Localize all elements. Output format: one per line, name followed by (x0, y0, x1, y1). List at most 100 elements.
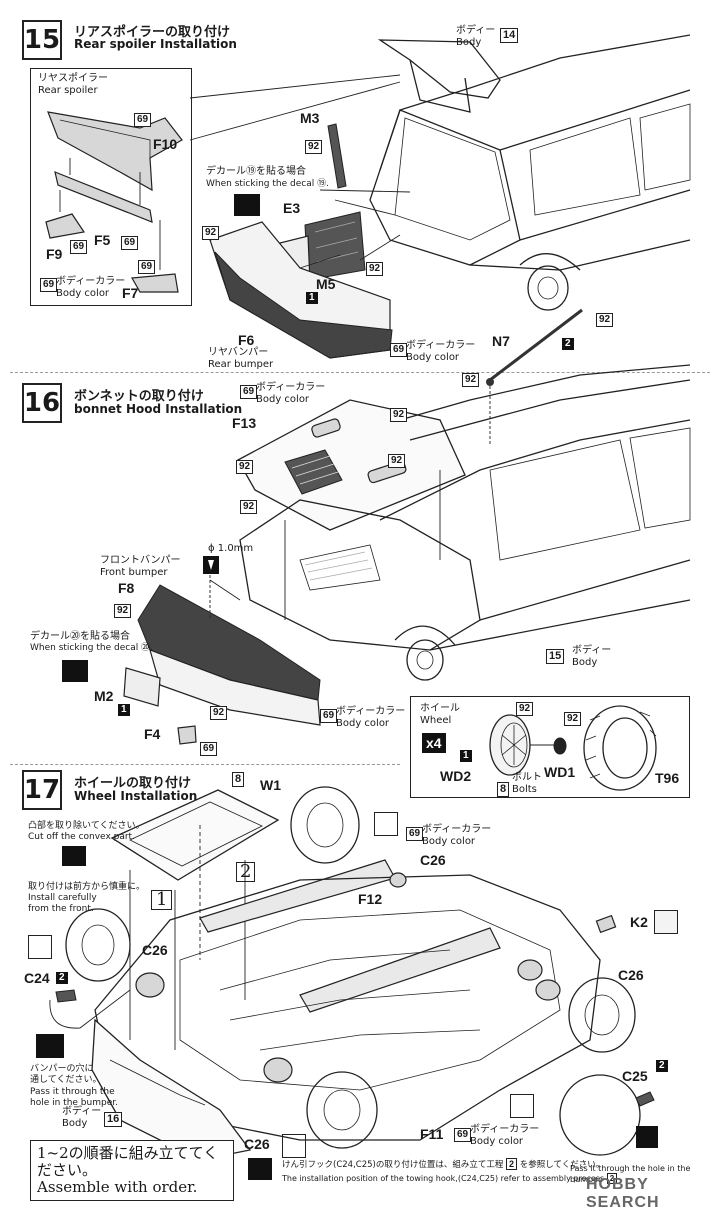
part-f5: F5 (94, 232, 111, 248)
tow-step-box: 2 (506, 1158, 518, 1170)
part-f13: F13 (232, 415, 257, 431)
part-f7: F7 (122, 285, 139, 301)
body-label-jp-17: ボディー (62, 1106, 102, 1117)
pass-it-en: Pass it through the (30, 1087, 115, 1097)
step-15-number: 15 (22, 20, 62, 60)
decal-20-en: When sticking the decal ⑳. (30, 643, 153, 653)
glue-icon-b (636, 1126, 658, 1148)
wheel-label-en: Wheel (420, 715, 452, 726)
body-color-jp-15b: ボディーカラー (406, 340, 476, 351)
glue-icon-a (36, 1034, 64, 1058)
no-sticker-icon-d (282, 1134, 306, 1158)
body-label-en-17: Body (62, 1118, 88, 1129)
cut-note-jp: 凸部を取り除いてください。 (28, 821, 145, 831)
decal-19-jp: デカール⑲を貼る場合 (206, 166, 306, 177)
part-c26-c: C26 (618, 967, 644, 983)
wheel-count: x4 (422, 733, 446, 753)
marker-1: 1 (151, 890, 173, 910)
watermark: HOBBY SEARCH (586, 1176, 660, 1211)
cut-icon (62, 846, 86, 866)
part-c26-d: C26 (244, 1136, 270, 1152)
step-15-title-jp: リアスポイラーの取り付け (74, 25, 231, 40)
paint-92-hood-a: 92 (390, 408, 408, 422)
part-wd2: WD2 (440, 768, 472, 784)
tow-note-jp-a: けん引フック(C24,C25)の取り付け位置は、組み立て工程 (282, 1160, 504, 1170)
part-f10: F10 (153, 136, 178, 152)
part-t96: T96 (655, 770, 680, 786)
step-16-title-en: bonnet Hood Installation (74, 402, 243, 416)
part-wd1: WD1 (544, 764, 576, 780)
step-17-title-en: Wheel Installation (74, 789, 198, 803)
paint-92-wd2: 92 (516, 702, 534, 716)
tow-step-box-en: 2 (606, 1173, 618, 1184)
front-note-jp: 取り付けは前方から慎重に。 (28, 882, 146, 892)
step-16-title-jp: ボンネットの取り付け (74, 389, 204, 404)
rear-spoiler-panel (30, 68, 192, 306)
divider-16-17 (10, 764, 400, 765)
tow-note-jp: けん引フック(C24,C25)の取り付け位置は、組み立て工程 2 を参照してくだ… (282, 1158, 604, 1171)
body-step-14: 14 (500, 28, 519, 43)
paint-69-f10: 69 (134, 113, 152, 127)
body-color-en-15b: Body color (406, 352, 460, 363)
assemble-order-note: 1~2の順番に組み立ててください。 Assemble with order. (30, 1140, 234, 1201)
body-color-jp-17a: ボディーカラー (422, 824, 492, 835)
pass2-en: Pass it through the hole in the bumper. (570, 1164, 691, 1184)
decal-icon-16 (62, 660, 88, 682)
bumper-hole-jp-2: 通してください。 (30, 1075, 102, 1085)
paint-69-f11: 69 (454, 1128, 472, 1142)
tag-2-c24: 2 (56, 972, 68, 984)
part-c26-a: C26 (420, 852, 446, 868)
tag-2-n7: 2 (562, 338, 574, 350)
rear-bumper-jp: リヤバンパー (208, 347, 269, 358)
part-m5: M5 (316, 276, 336, 292)
body-color-en-16a: Body color (256, 394, 310, 405)
tow-note-jp-b: を参照してください。 (519, 1160, 605, 1170)
paint-69-f5: 69 (121, 236, 139, 250)
body-color-jp-17b: ボディーカラー (470, 1124, 540, 1135)
step-17-title-jp: ホイールの取り付け (74, 776, 192, 791)
glue-icon-c (248, 1158, 272, 1180)
cut-note-en: Cut off the convex part. (28, 832, 135, 842)
part-f11: F11 (420, 1126, 444, 1142)
paint-92-bumper-lower: 92 (210, 706, 228, 720)
body-color-jp-16a: ボディーカラー (256, 382, 326, 393)
tag-1-m5: 1 (306, 292, 318, 304)
no-sticker-icon-a (374, 812, 398, 836)
tow-note-en: The installation position of the towing … (282, 1174, 605, 1183)
body-color-jp-16b: ボディーカラー (336, 706, 406, 717)
step-15-title-en: Rear spoiler Installation (74, 37, 237, 51)
part-f6: F6 (238, 332, 255, 348)
paint-69-f9: 69 (70, 240, 88, 254)
marker-2: 2 (236, 862, 256, 882)
body-label-jp-16: ボディー (572, 645, 612, 656)
no-sticker-icon-b (28, 935, 52, 959)
body-color-jp-15a: ボディーカラー (56, 276, 126, 287)
body-color-en-17b: Body color (470, 1136, 524, 1147)
step-16-number: 16 (22, 383, 62, 423)
part-w1: W1 (260, 777, 281, 793)
diameter-label: ϕ 1.0mm (208, 543, 254, 554)
paint-69-f6: 69 (390, 343, 408, 357)
rear-bumper-en: Rear bumper (208, 359, 274, 370)
wheel-label-jp: ホイール (420, 703, 460, 714)
paint-92-n7: 92 (596, 313, 614, 327)
body-color-en-17a: Body color (422, 836, 476, 847)
w1-tag-8: 8 (232, 772, 245, 787)
tag-1-m2: 1 (118, 704, 130, 716)
part-n7: N7 (492, 333, 510, 349)
rear-spoiler-label-en: Rear spoiler (38, 85, 98, 96)
paint-92-hood-c: 92 (236, 460, 254, 474)
part-f8: F8 (118, 580, 135, 596)
tag-1-wheel: 1 (460, 750, 472, 762)
bolt-label-en: Bolts (512, 784, 537, 795)
order-note-jp: 1~2の順番に組み立ててください。 (37, 1144, 219, 1179)
paint-69-f4: 69 (200, 742, 218, 756)
paint-92-f8: 92 (114, 604, 132, 618)
bumper-hole-jp-1: バンパーの穴に (30, 1064, 94, 1074)
decal-20-jp: デカール⑳を貼る場合 (30, 631, 130, 642)
paint-69-hood: 69 (240, 385, 258, 399)
front-note-en: Install carefully from the front. (28, 893, 97, 914)
